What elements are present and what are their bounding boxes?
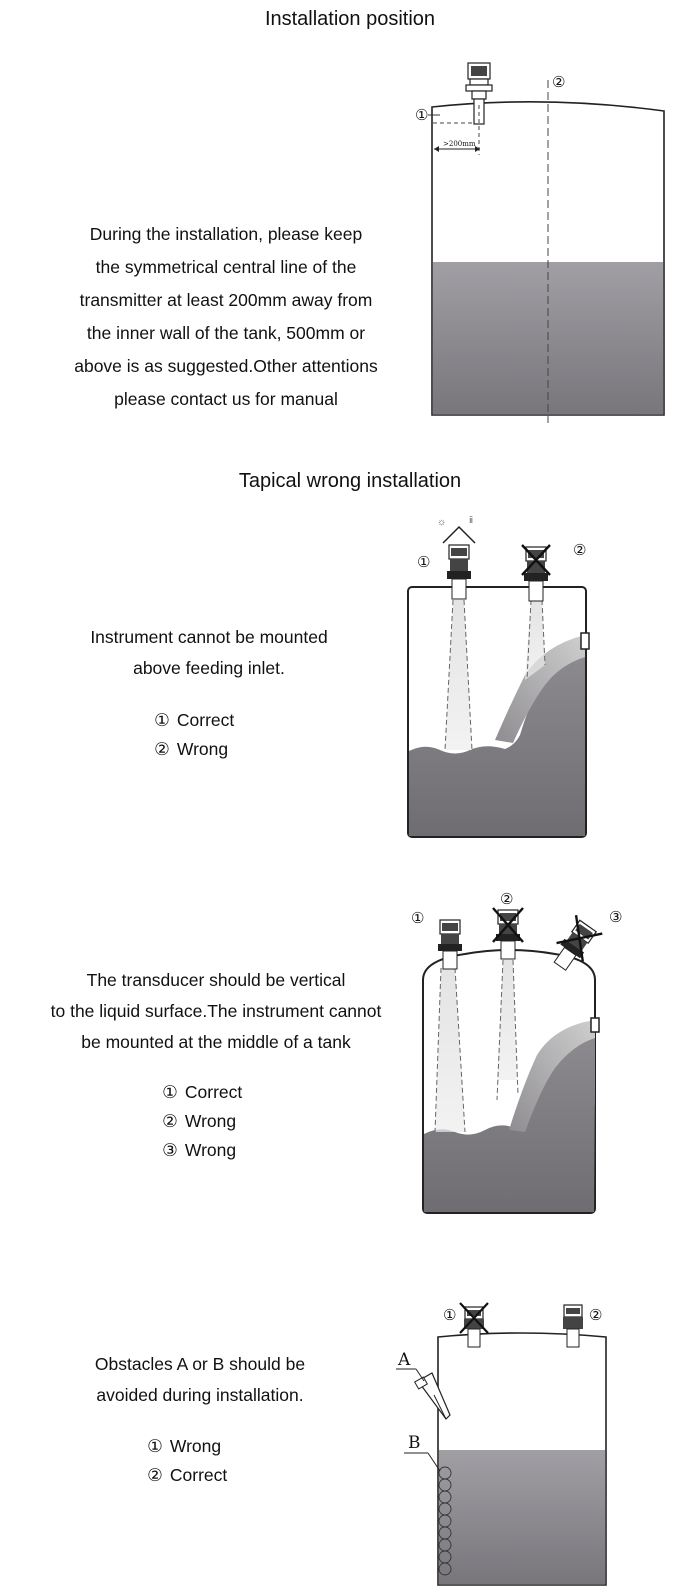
legend-item: ③ Wrong <box>162 1140 237 1161</box>
marker-2: ② <box>552 73 565 91</box>
text-line: During the installation, please keep <box>89 224 363 244</box>
liquid <box>439 1450 605 1584</box>
legend-item: ② Wrong <box>154 739 229 760</box>
marker-3: ③ <box>609 908 622 926</box>
section2-title: Tapical wrong installation <box>238 470 462 492</box>
svg-text:ⅱ: ⅱ <box>469 515 473 525</box>
marker-1: ① <box>443 1306 456 1324</box>
distance-label: >200mm <box>443 140 476 148</box>
section1-description: During the installation, please keep the… <box>40 218 412 416</box>
section3-description: The transducer should be vertical to the… <box>20 965 412 1058</box>
legend-item: ② Wrong <box>162 1111 237 1132</box>
transmitter-correct-icon <box>563 1304 583 1348</box>
section4-legend: ① Wrong ② Correct <box>145 1432 227 1490</box>
text-line: be mounted at the middle of a tank <box>81 1032 351 1052</box>
marker-2: ② <box>589 1306 602 1324</box>
legend-item: ① Correct <box>162 1082 243 1103</box>
svg-text:☼: ☼ <box>437 517 446 528</box>
transmitter-correct-icon <box>438 919 462 970</box>
marker-2: ② <box>573 541 586 559</box>
text-line: Obstacles A or B should be <box>94 1354 306 1374</box>
marker-1: ① <box>415 106 428 124</box>
feed-stream <box>509 1020 595 1132</box>
obstacles-diagram: A B ① ② <box>396 1302 607 1586</box>
installation-position-diagram: ① ② >200mm <box>415 62 665 423</box>
liquid <box>424 1026 595 1212</box>
obstacle-a-label: A <box>397 1350 411 1370</box>
obstacle-b-label: B <box>408 1433 421 1453</box>
text-line: the symmetrical central line of the <box>95 257 357 277</box>
text-line: above is as suggested.Other attentions <box>74 356 378 376</box>
transmitter-icon <box>465 62 493 155</box>
marker-2: ② <box>500 890 513 908</box>
text-line: avoided during installation. <box>96 1385 304 1405</box>
legend-item: ② Correct <box>147 1465 228 1486</box>
obstacle-a-shape <box>413 1372 451 1420</box>
transmitter-middle-wrong-icon <box>492 907 524 960</box>
section3-legend: ① Correct ② Wrong ③ Wrong <box>160 1078 242 1165</box>
text-line: please contact us for manual <box>114 389 338 409</box>
transmitter-tilted-wrong-icon <box>553 915 603 971</box>
transmitter-wrong-icon <box>521 544 551 602</box>
section2-legend: ① Correct ② Wrong <box>152 706 234 764</box>
text-line: above feeding inlet. <box>133 658 285 678</box>
feed-stream <box>495 635 585 743</box>
liquid <box>409 643 585 836</box>
section4-description: Obstacles A or B should be avoided durin… <box>50 1349 350 1411</box>
marker-1: ① <box>417 553 430 571</box>
feeding-inlet-diagram: ☼ ⅱ ① ② <box>407 515 590 838</box>
text-line: The transducer should be vertical <box>86 970 346 990</box>
section1-title: Installation position <box>264 8 436 30</box>
section2-description: Instrument cannot be mounted above feedi… <box>50 622 368 684</box>
vertical-mounting-diagram: ① ② ③ <box>411 890 622 1214</box>
text-line: the inner wall of the tank, 500mm or <box>86 323 366 343</box>
legend-item: ① Correct <box>154 710 235 731</box>
transmitter-correct-icon: ☼ ⅱ <box>437 515 476 600</box>
text-line: to the liquid surface.The instrument can… <box>50 1001 382 1021</box>
transmitter-wrong-icon <box>459 1302 489 1348</box>
marker-1: ① <box>411 909 424 927</box>
text-line: Instrument cannot be mounted <box>90 627 328 647</box>
text-line: transmitter at least 200mm away from <box>79 290 373 310</box>
obstacle-b-shape <box>438 1466 452 1576</box>
legend-item: ① Wrong <box>147 1436 222 1457</box>
